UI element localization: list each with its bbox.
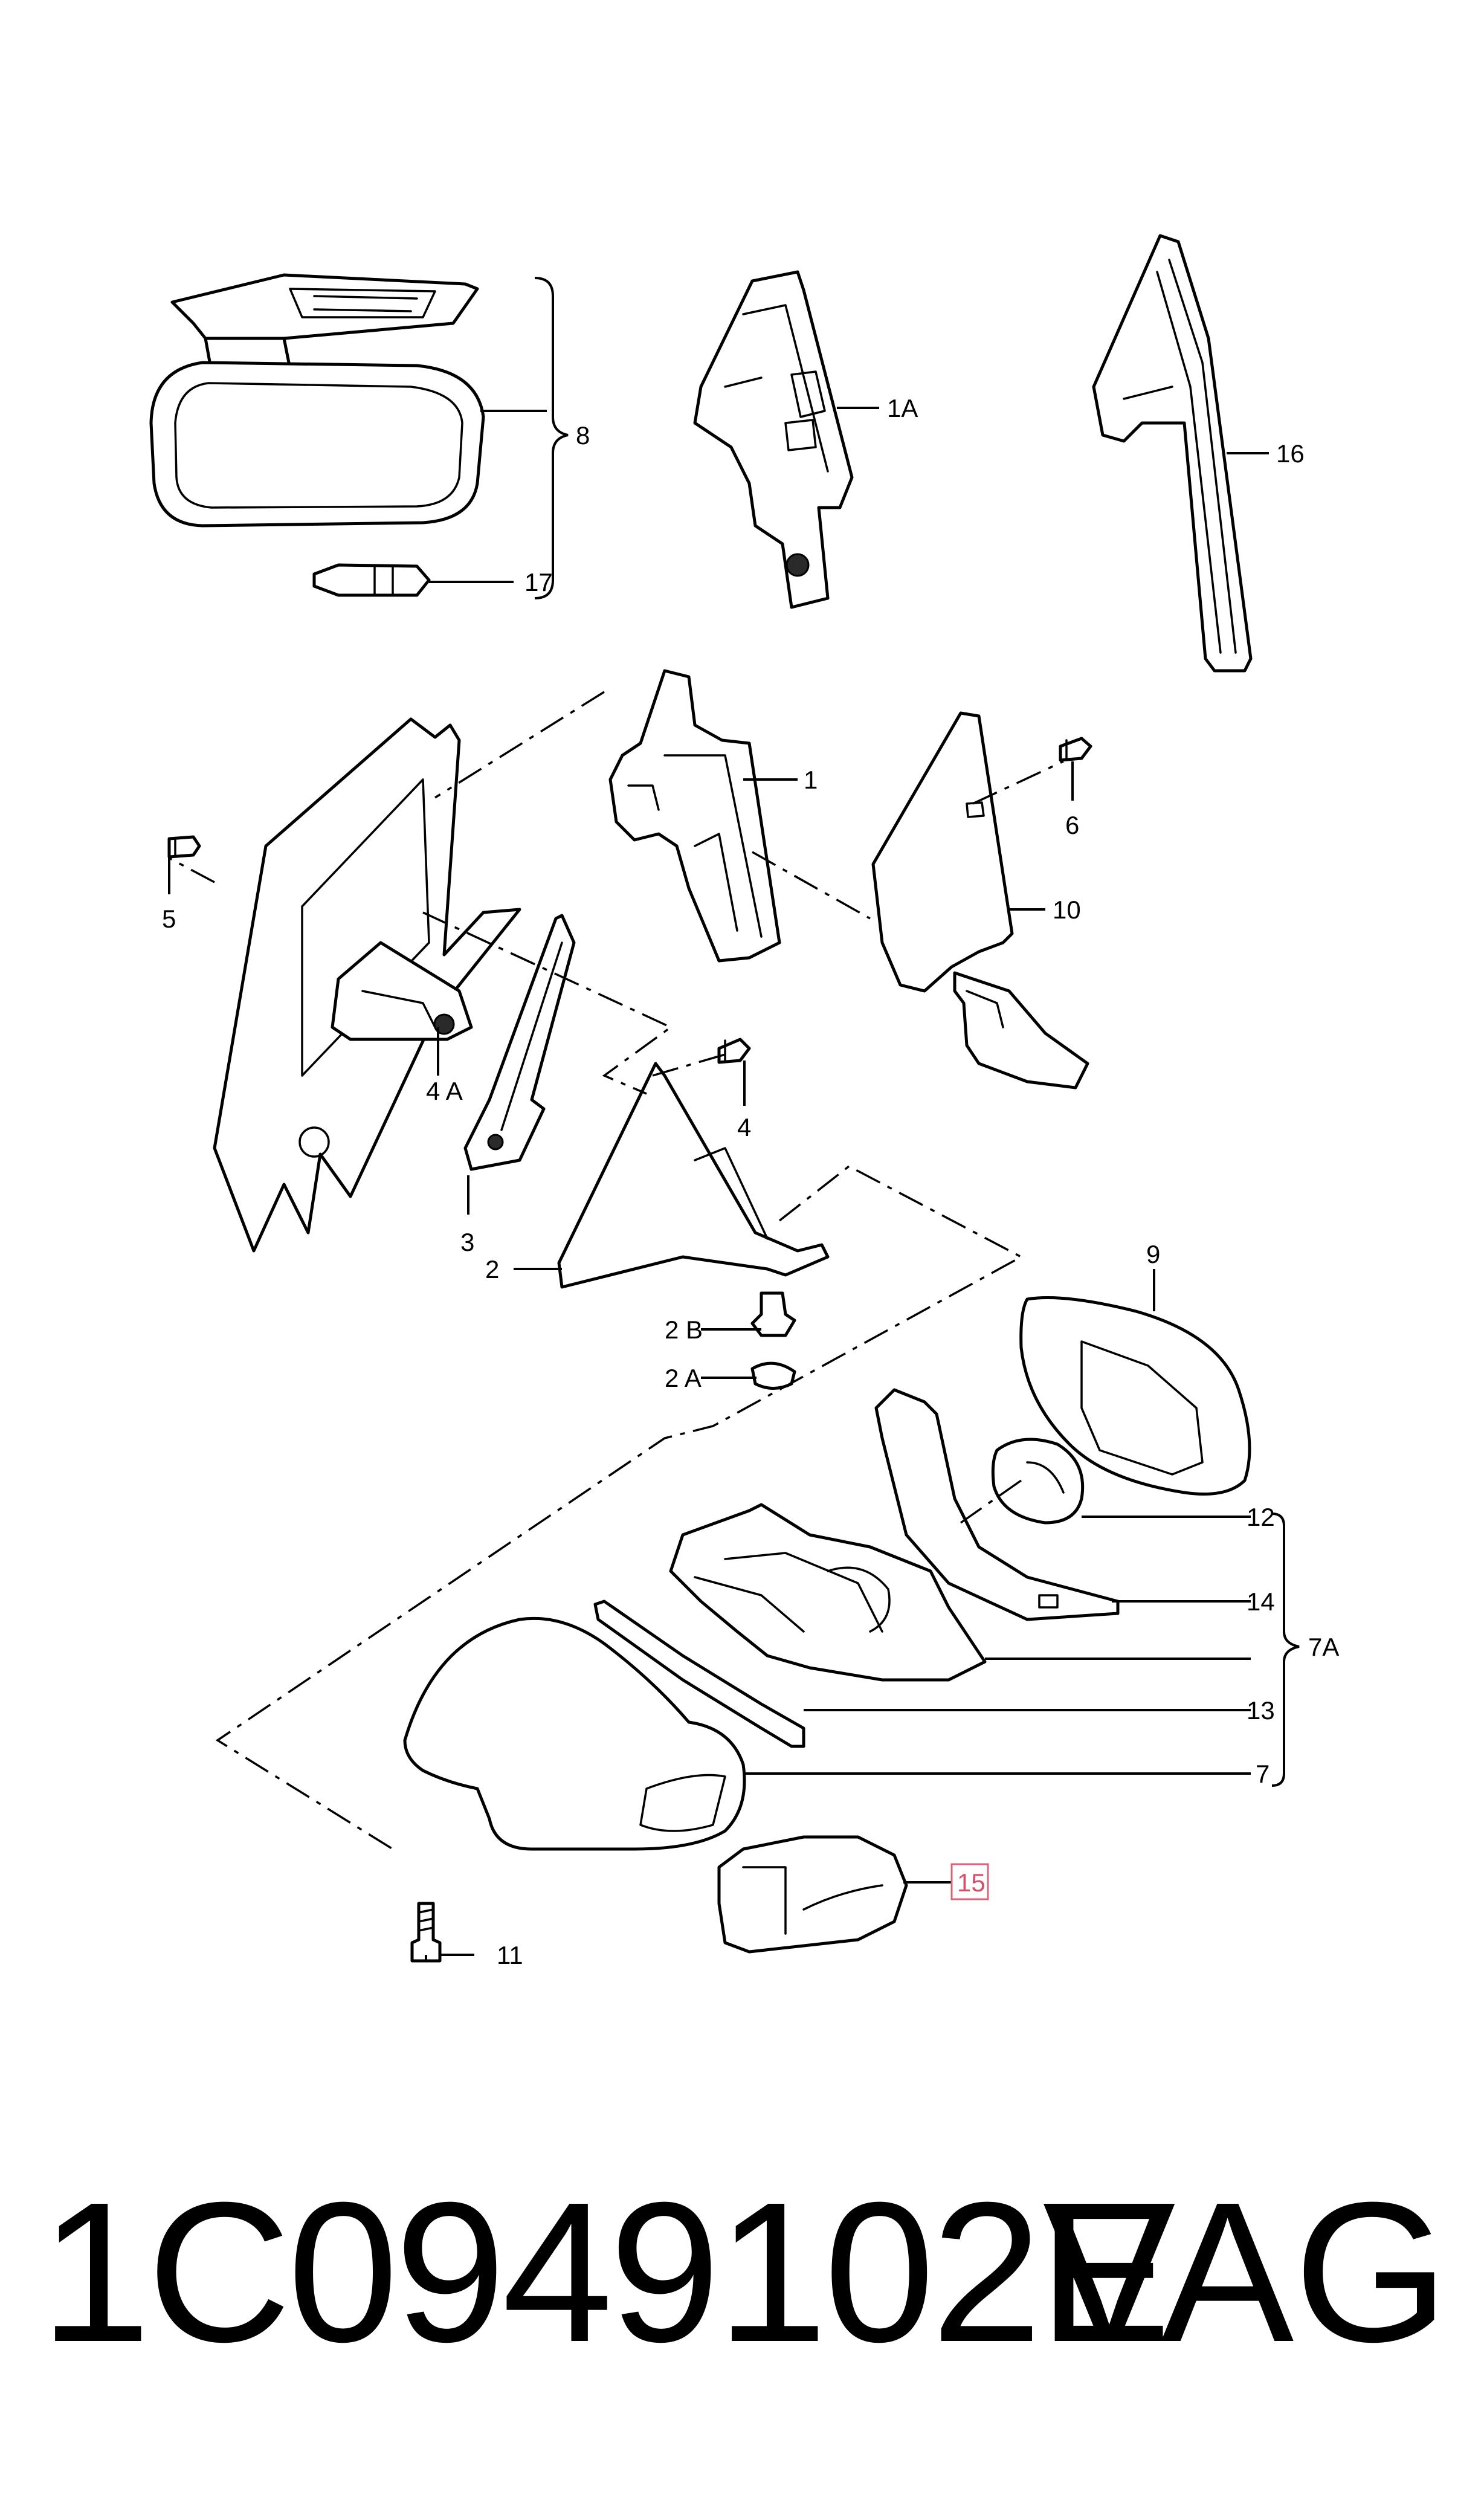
- part-number: 1C0949102E: [40, 2160, 1172, 2383]
- seal-strip-14: [874, 1388, 1120, 1621]
- callout-16: 16: [1276, 439, 1305, 468]
- callout-4a: 4 A: [426, 1077, 463, 1105]
- triangular-cover-2: [557, 1062, 830, 1289]
- glass-10: [871, 711, 1089, 1090]
- mirror-glass-9: [1019, 1296, 1251, 1496]
- callout-4: 4: [737, 1113, 751, 1141]
- bolt-11: [410, 1902, 442, 1963]
- screw-4: [717, 1038, 751, 1064]
- callout-1: 1: [804, 766, 818, 794]
- callout-2a: 2 A: [665, 1364, 702, 1392]
- mirror-glass-assembly: [149, 273, 485, 528]
- bulb: [312, 563, 431, 597]
- callout-17: 17: [524, 568, 553, 596]
- leader-lines: [168, 407, 1269, 1961]
- assembly-lines: [169, 691, 1064, 1850]
- door-panel-4a: [213, 717, 521, 1253]
- callout-11: 11: [497, 1941, 523, 1969]
- bolt-2b: [750, 1291, 796, 1337]
- callout-9: 9: [1146, 1240, 1160, 1268]
- callout-2b: 2 B: [665, 1315, 703, 1344]
- callout-1a: 1A: [887, 394, 918, 422]
- callout-6: 6: [1065, 811, 1079, 839]
- callout-14: 14: [1247, 1587, 1275, 1616]
- callout-5: 5: [162, 905, 176, 933]
- footer: 1C0949102E VAG: [0, 2163, 1484, 2381]
- housing-part-1: [608, 669, 781, 963]
- callout-12: 12: [1247, 1503, 1275, 1531]
- callout-10: 10: [1053, 896, 1081, 924]
- callout-15-highlight-box: [950, 1863, 989, 1900]
- callout-7: 7: [1256, 1760, 1269, 1788]
- callout-7a: 7A: [1308, 1633, 1339, 1661]
- callout-labels: 1A 16 8 17 1 5 6 10 4 A 4 3 2 2 B 2 A 9 …: [162, 394, 1339, 1969]
- callout-2: 2: [485, 1255, 499, 1283]
- callout-8: 8: [576, 421, 590, 450]
- motor-12: [991, 1438, 1085, 1525]
- bracket-braces: [534, 277, 1300, 1787]
- outer-cover-7: [403, 1616, 746, 1851]
- callout-13: 13: [1247, 1696, 1275, 1725]
- brand-name: VAG: [1042, 2160, 1449, 2383]
- callout-15: 15: [957, 1868, 986, 1897]
- gasket-13: [593, 1600, 805, 1748]
- inner-housing-frame: [669, 1503, 987, 1682]
- bracket-3: [463, 914, 576, 1171]
- trim-strip-16: [1092, 234, 1253, 673]
- screw-5: [167, 835, 201, 859]
- callout-3: 3: [460, 1228, 474, 1256]
- mounting-plate-1a: [693, 270, 854, 609]
- turn-signal-15: [717, 1835, 908, 1954]
- screw-6: [1059, 737, 1092, 762]
